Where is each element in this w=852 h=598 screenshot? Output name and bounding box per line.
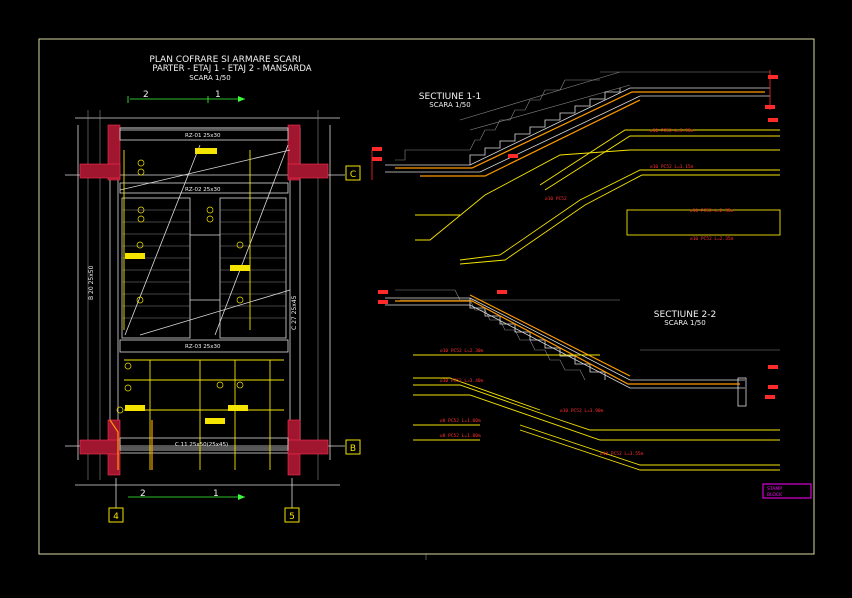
- plan-section-mark-2-top: 2: [143, 90, 149, 100]
- wall-label-right: C 27 25x45: [291, 295, 298, 330]
- axis-label-b: B: [350, 444, 356, 454]
- stamp-line2: BLOCK: [767, 492, 783, 498]
- wall-label-left: B 20 25x50: [88, 265, 95, 300]
- plan-section-mark-1-top: 1: [215, 90, 221, 100]
- axis-tag-b: [345, 439, 361, 455]
- section-2-2: SECTIUNE 2-2 SCARA 1/50: [378, 289, 780, 471]
- axis-tag-5: [284, 507, 300, 523]
- plan-section-mark-2-bottom: 2: [140, 489, 146, 499]
- plan-title-line2: PARTER - ETAJ 1 - ETAJ 2 - MANSARDA: [152, 64, 311, 74]
- svg-text:⌀10 PC52 L=3.90m: ⌀10 PC52 L=3.90m: [560, 408, 604, 414]
- axis-tag-4: [108, 507, 124, 523]
- plan-title-block: PLAN COFRARE SI ARMARE SCARI PARTER - ET…: [149, 55, 311, 82]
- plan-section-mark-1-bottom: 1: [213, 489, 219, 499]
- axis-tag-c: [345, 165, 361, 181]
- svg-text:⌀8 PC52 L=1.00m: ⌀8 PC52 L=1.00m: [440, 418, 481, 424]
- beam-label-c11: C 11 25x50(25x45): [175, 442, 228, 448]
- stamp-line1: STAMP: [767, 486, 782, 492]
- section-1-title: SECTIUNE 1-1: [419, 92, 481, 102]
- svg-text:⌀8 PC52 L=1.00m: ⌀8 PC52 L=1.00m: [440, 433, 481, 439]
- svg-text:⌀10 PC52 L=2.35m: ⌀10 PC52 L=2.35m: [690, 208, 734, 214]
- title-stamp: STAMP BLOCK: [762, 483, 812, 499]
- svg-text:⌀10 PC52 L=3.55m: ⌀10 PC52 L=3.55m: [600, 451, 644, 457]
- svg-text:⌀10 PC52 L=2.35m: ⌀10 PC52 L=2.35m: [690, 236, 734, 242]
- beam-label-rz02: RZ-02 25x30: [185, 187, 221, 193]
- plan-view: 2 1 2 1 RZ-01 25x30: [65, 90, 361, 523]
- svg-text:⌀10 PC52: ⌀10 PC52: [545, 196, 567, 202]
- beam-label-rz03: RZ-03 25x30: [185, 344, 221, 350]
- beam-label-rz01: RZ-01 25x30: [185, 133, 221, 139]
- axis-label-c: C: [350, 170, 356, 180]
- axis-label-5: 5: [289, 512, 295, 522]
- plan-title-line1: PLAN COFRARE SI ARMARE SCARI: [149, 55, 300, 65]
- svg-text:⌀10 PC52 L=3.15m: ⌀10 PC52 L=3.15m: [650, 164, 694, 170]
- section-2-title: SECTIUNE 2-2: [654, 310, 716, 320]
- axis-label-4: 4: [113, 512, 119, 522]
- svg-text:⌀10 PC52 L=3.55m: ⌀10 PC52 L=3.55m: [650, 128, 694, 134]
- section-1-scale: SCARA 1/50: [429, 101, 470, 109]
- svg-text:⌀10 PC52 L=2.30m: ⌀10 PC52 L=2.30m: [440, 348, 484, 354]
- section-1-1: SECTIUNE 1-1 SCARA 1/50: [371, 70, 781, 265]
- drawing-frame: [38, 38, 815, 555]
- section-2-scale: SCARA 1/50: [664, 319, 705, 327]
- svg-text:⌀10 PC52 L=3.40m: ⌀10 PC52 L=3.40m: [440, 378, 484, 384]
- plan-title-scale: SCARA 1/50: [189, 74, 230, 82]
